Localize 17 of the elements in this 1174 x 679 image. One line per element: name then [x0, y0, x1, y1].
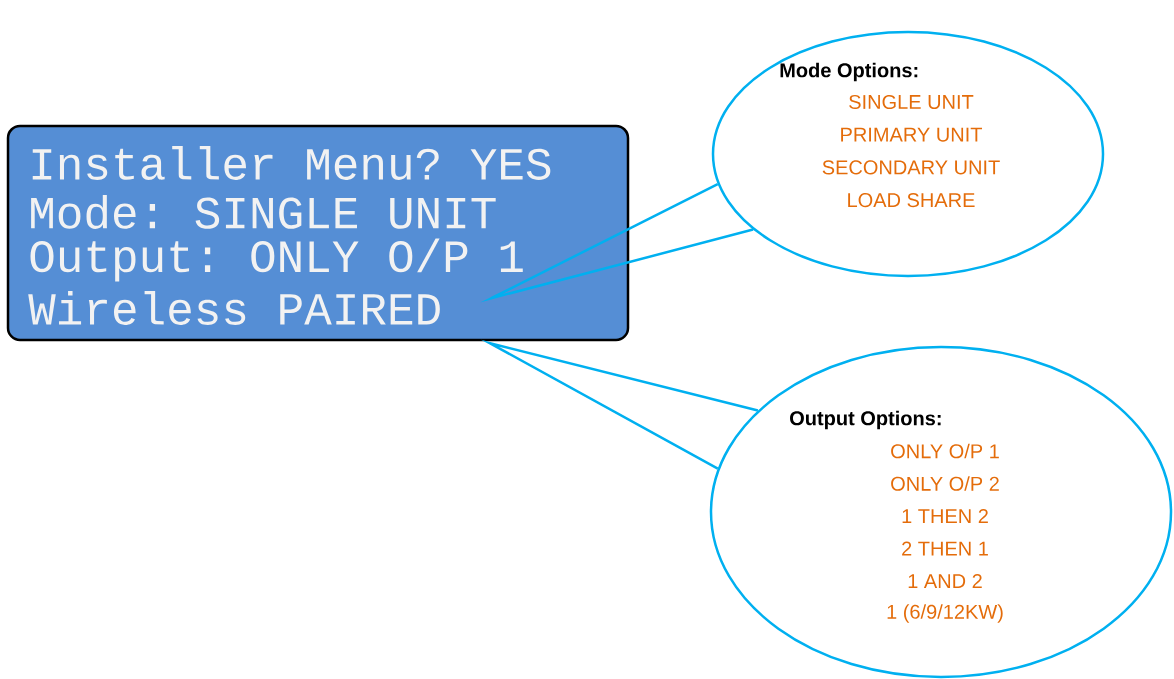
option-text: ONLY O/P 1 [891, 443, 999, 459]
display-line: Wireless PAIRED [28, 291, 440, 325]
option-text: SECONDARY UNIT [822, 160, 1000, 175]
heading-text: Mode Options: [780, 62, 918, 82]
option-text: 1 (6/9/12KW) [887, 604, 1003, 623]
callout-tail [480, 339, 760, 470]
option-text: LOAD SHARE [848, 193, 975, 208]
option-text: 2 THEN 1 [902, 541, 988, 556]
option-text: 1 THEN 2 [902, 509, 988, 523]
option-text: ONLY O/P 2 [891, 476, 999, 491]
display-line: Output: ONLY O/P 1 [30, 238, 523, 282]
option-text: 1 AND 2 [908, 574, 982, 588]
display-line: Installer Menu? YES [32, 146, 551, 180]
option-text: PRIMARY UNIT [841, 127, 982, 142]
option-text: SINGLE UNIT [849, 94, 974, 110]
display-line: Mode: SINGLE UNIT [31, 195, 496, 229]
heading-text: Output Options: [790, 410, 941, 430]
